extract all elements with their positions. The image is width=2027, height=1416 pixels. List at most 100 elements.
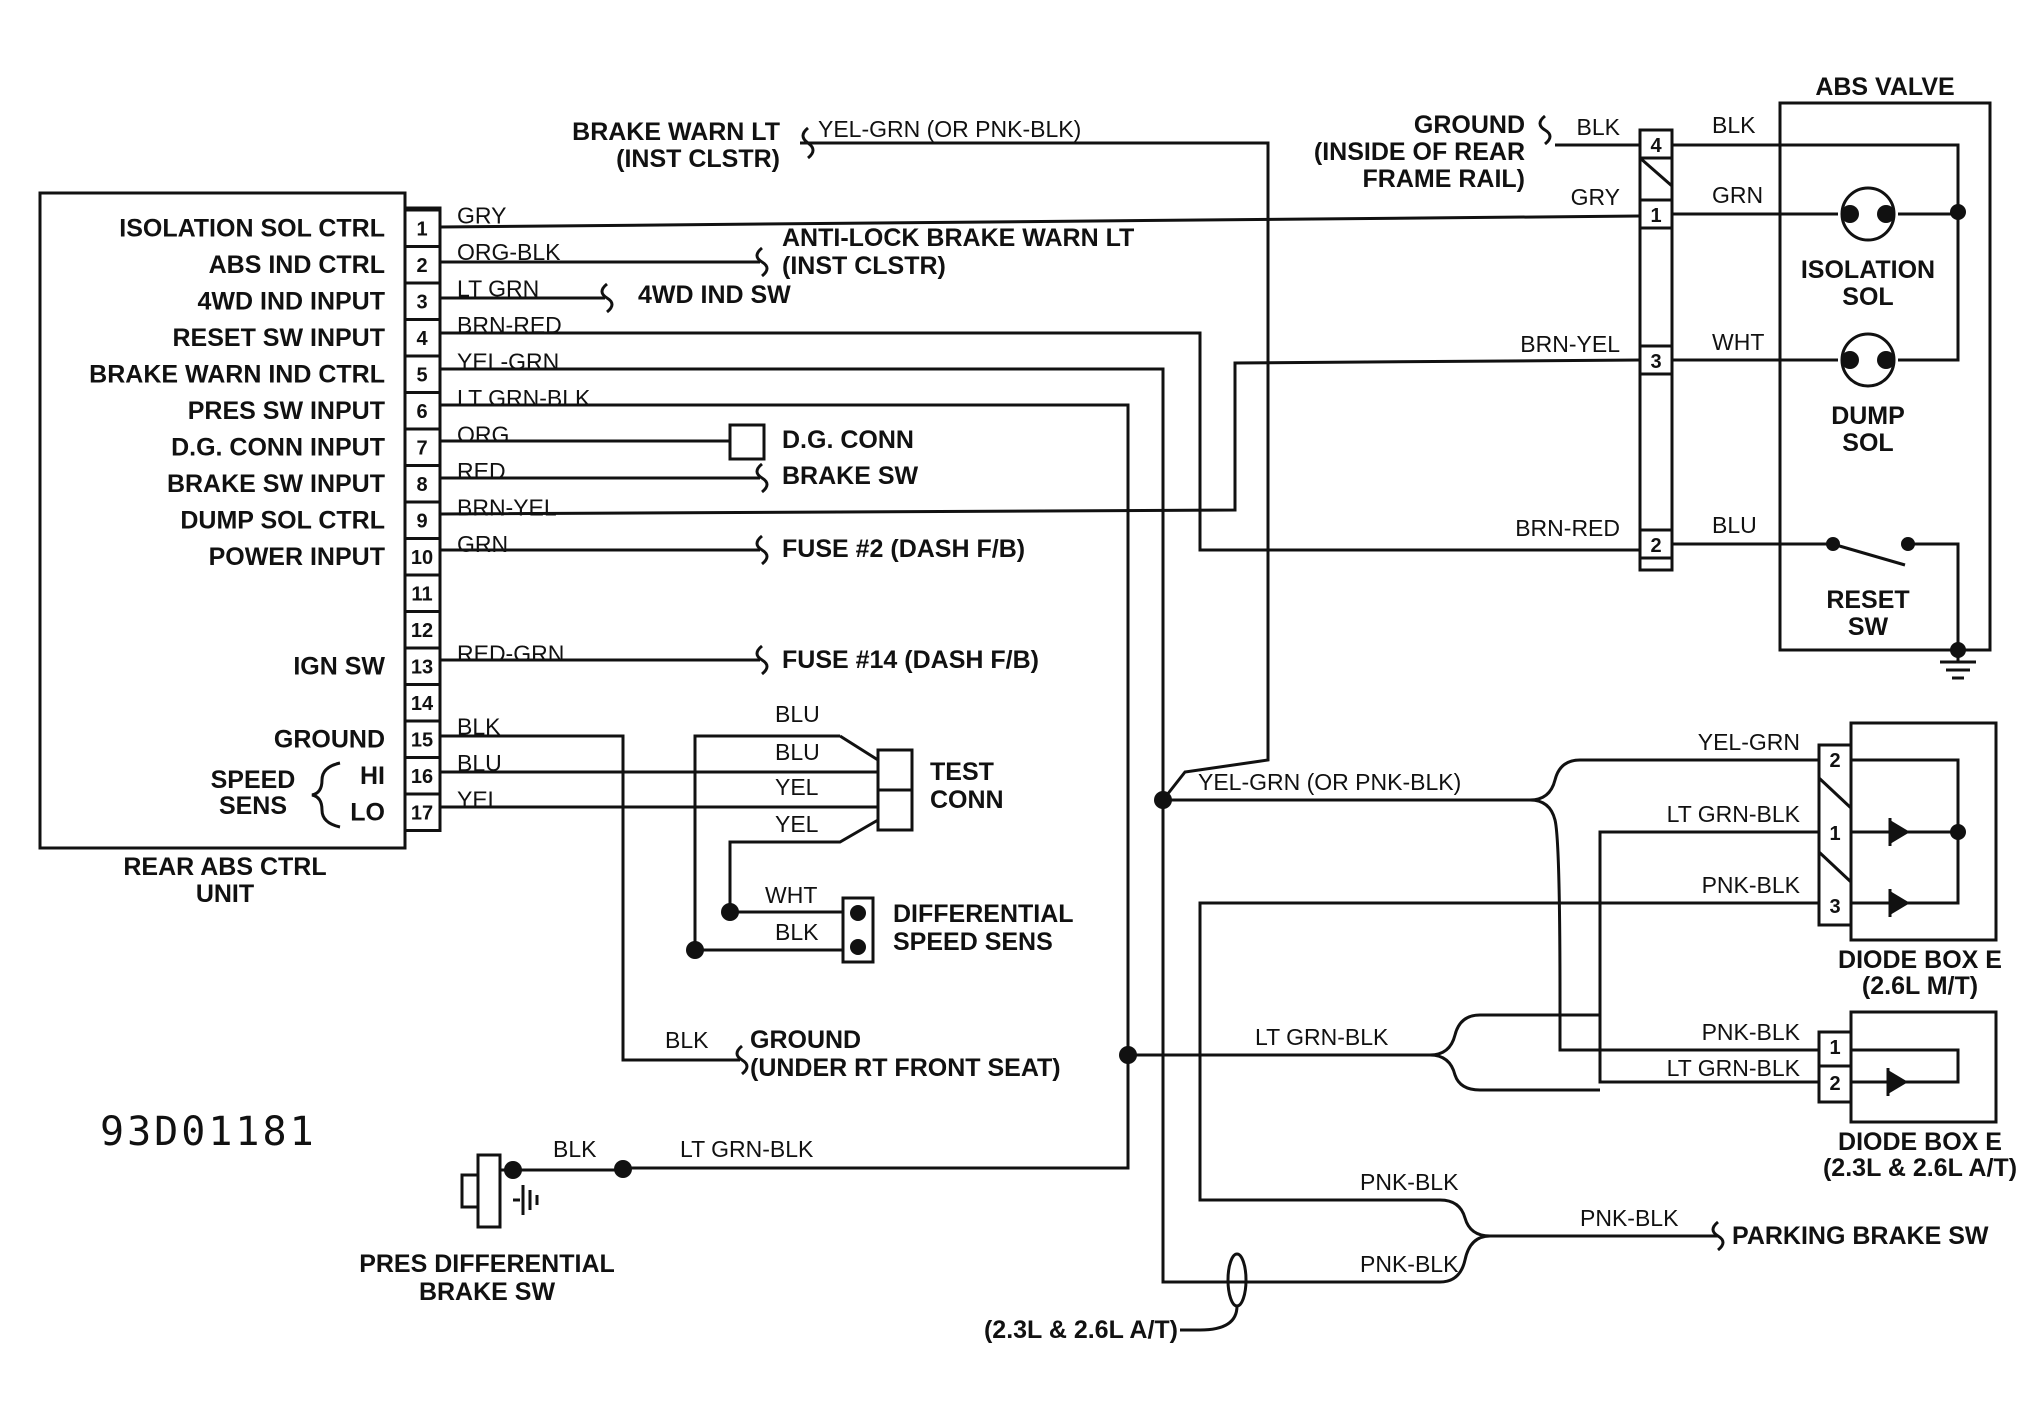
pigtail-symbols [600,114,1725,1252]
label-layer: 93D01181 BRAKE WARN LT (INST CLSTR) YEL-… [100,116,1989,1344]
ground-label-2: (UNDER RT FRONT SEAT) [750,1054,1061,1082]
fuse14-label: FUSE #14 (DASH F/B) [782,646,1039,674]
diode1-pin-3: 3 [1829,896,1840,918]
pin-label: BRAKE WARN IND CTRL [89,360,385,388]
junction-test-1 [686,941,704,959]
pin-label: 4WD IND INPUT [198,287,386,315]
diode-box-2: 1 2 DIODE BOX E (2.3L & 2.6L A/T) [1817,1010,2017,1182]
wire-test-yel-loop [728,818,879,914]
brake-warn-lt-label-2: (INST CLSTR) [616,145,780,173]
wire-test-blu-loop [693,734,850,952]
at-note-label: (2.3L & 2.6L A/T) [984,1316,1178,1344]
abs-pin-3: 3 [1650,351,1661,373]
abs-ground-label-3: FRAME RAIL) [1363,165,1525,193]
pin-number: 1 [416,218,427,240]
isolation-sol-label-1: ISOLATION [1801,256,1935,284]
diff-speed-sens [841,896,875,964]
pin-number: 7 [416,437,427,459]
brake-warn-wire-label: YEL-GRN (OR PNK-BLK) [818,116,1081,142]
pin-cell [403,208,442,248]
pin-wire-color: BRN-YEL [457,494,557,520]
test-wire-blu-1: BLU [775,701,820,727]
diode1-wire-pnk-blk: PNK-BLK [1702,872,1801,898]
test-conn-label-1: TEST [930,758,994,786]
diode2-icon [1888,1070,1908,1094]
test-wire-yel-2: YEL [775,811,819,837]
diode-box1-name-1: DIODE BOX E [1838,946,2002,974]
pin-label: LO [350,798,385,826]
pin-number: 2 [416,255,427,277]
diff-wire-blk: BLK [775,919,819,945]
abs-out-wire-blk: BLK [1712,112,1756,138]
ground-label-1: GROUND [750,1026,861,1054]
abs-ground-label-1: GROUND [1414,111,1525,139]
diode-box1-name-2: (2.6L M/T) [1862,972,1978,1000]
ctrl-unit-wires [439,141,1641,1284]
at-note-leader [1180,1305,1239,1332]
diff-wire-wht: WHT [765,882,817,908]
pin-label: ABS IND CTRL [209,251,385,279]
pres-diff-label-1: PRES DIFFERENTIAL [359,1250,615,1278]
pres-diff-sw-symbol [460,1153,539,1229]
abs-out-wire-wht: WHT [1712,329,1764,355]
speed-sens-label-2: SENS [219,792,287,820]
pin-label: ISOLATION SOL CTRL [119,214,385,242]
test-conn [876,748,914,832]
test-conn-label-2: CONN [930,786,1004,814]
isolation-sol-symbol [1840,186,1896,242]
rear-abs-ctrl-unit: REAR ABS CTRL UNIT SPEED SENS 1ISOLATION… [38,191,591,908]
wire-blk-ground [440,734,740,1062]
diode-box2-name-1: DIODE BOX E [1838,1128,2002,1156]
pin-cell [403,391,442,431]
ctrl-unit-title-1: REAR ABS CTRL [123,853,326,881]
diode1-wire-lt-grn-blk: LT GRN-BLK [1667,801,1801,827]
isolation-sol-label-2: SOL [1842,283,1893,311]
fuse2-label: FUSE #2 (DASH F/B) [782,535,1025,563]
junction-test-2 [721,903,739,921]
brake-warn-lt-label-1: BRAKE WARN LT [572,118,780,146]
pin-number: 13 [411,656,433,678]
pin-number: 10 [411,547,433,569]
pres-wire-blk: BLK [553,1136,597,1162]
pin-label: GROUND [274,725,385,753]
abs-in-wire-gry: GRY [1571,184,1620,210]
abs-valve: ABS VALVE 4 1 3 2 [1314,73,1992,680]
pin-label: DUMP SOL CTRL [180,506,385,534]
ctrl-unit-title-2: UNIT [196,880,254,908]
reset-sw-label-2: SW [1848,613,1889,641]
pres-wire-lt-grn-blk: LT GRN-BLK [680,1136,814,1162]
speed-sens-brace [311,761,341,829]
diode1-wire-yel-grn: YEL-GRN [1698,729,1800,755]
abs-valve-title: ABS VALVE [1815,73,1954,101]
wire-test-blu-bend [839,734,879,762]
wire-brake-warn [800,141,1270,801]
pin-cell [403,318,442,358]
pin-cell [403,683,442,723]
mid-wire-label: YEL-GRN (OR PNK-BLK) [1198,769,1461,795]
pin-number: 9 [416,510,427,532]
pin-cell [403,427,442,467]
dg-conn-box [728,423,766,461]
pin-number: 11 [411,583,432,605]
pin-cell [403,281,442,321]
abs-out-wire-blu: BLU [1712,512,1757,538]
pin-wire-color: ORG [457,421,509,447]
pin-cell [403,756,442,796]
pin-number: 5 [416,364,427,386]
pin-wire-color: ORG-BLK [457,239,561,265]
abs-in-wire-brn-yel: BRN-YEL [1520,331,1620,357]
pin-wire-color: LT GRN-BLK [457,385,591,411]
wire-gry [439,214,1641,229]
pin-label: D.G. CONN INPUT [171,433,385,461]
pin-number: 17 [411,802,433,824]
pin-number: 4 [416,328,428,350]
parking-wire-2: PNK-BLK [1360,1251,1459,1277]
diode-wires [1128,758,1819,1332]
parking-wire-3: PNK-BLK [1580,1205,1679,1231]
wire-brn-yel [439,358,1641,516]
diff-sens-label-1: DIFFERENTIAL [893,900,1074,928]
diode-box2-name-2: (2.3L & 2.6L A/T) [1823,1154,2017,1182]
diode-box-1: 2 1 3 DIODE BOX E (2.6L M/T) [1817,721,2002,1000]
